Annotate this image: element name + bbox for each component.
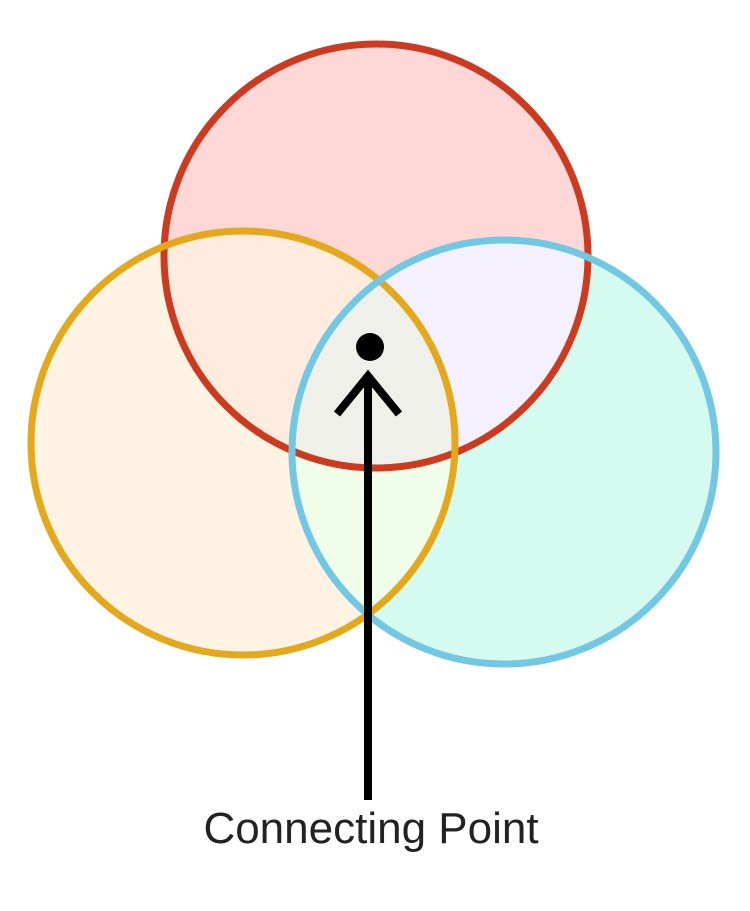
arrow-head: [333, 369, 403, 417]
connecting-point-dot: [356, 333, 384, 361]
circle-left-outline: [27, 227, 459, 659]
overlap-center: [292, 240, 455, 468]
caption-label: Connecting Point: [203, 804, 538, 853]
circle-right-outline: [288, 236, 720, 668]
